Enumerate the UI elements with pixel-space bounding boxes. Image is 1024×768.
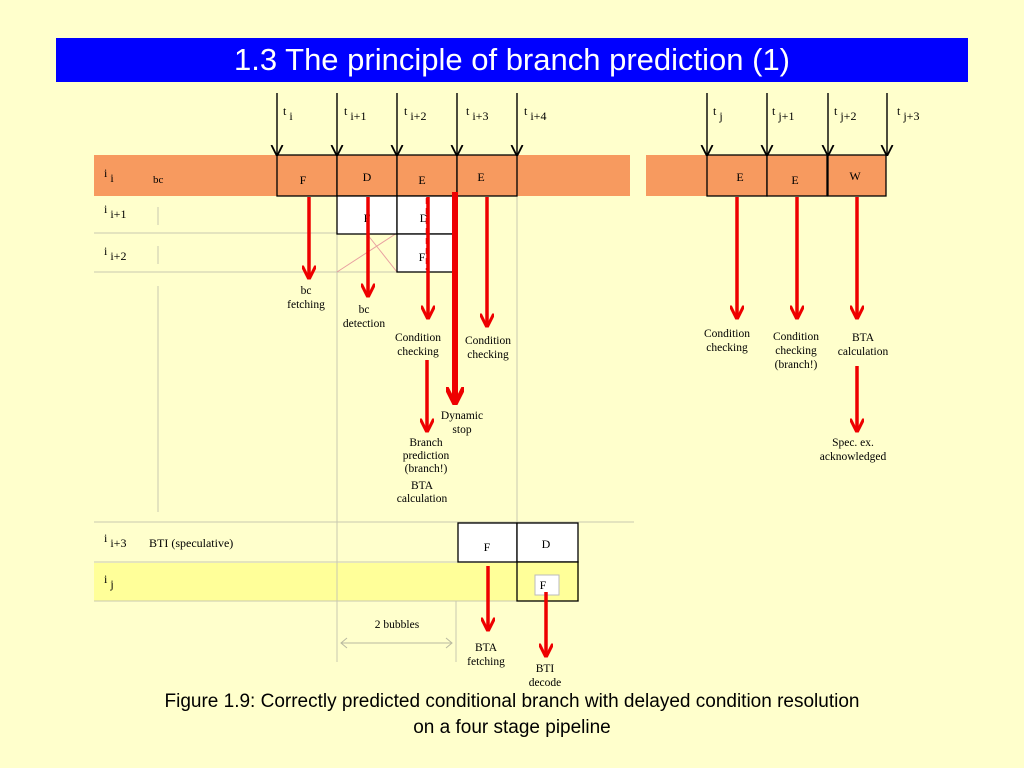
stage-box-i3 (457, 522, 518, 563)
stage-letter-i2: F (419, 250, 426, 264)
annot-bta-calculation-1-line-1: BTA (411, 480, 434, 492)
annot-condition-checking-3-line-1: Condition (704, 328, 750, 340)
stage-box-bc (706, 154, 768, 197)
stage-box-bc (827, 154, 887, 197)
annot-two-bubbles: 2 bubbles (375, 619, 420, 631)
two-bubbles-marker (340, 601, 457, 662)
annot-condition-checking-4-line-1: Condition (773, 331, 819, 343)
stage-letter-i3: F (484, 540, 491, 554)
annot-bta-calculation-2-line-2: calculation (838, 346, 889, 358)
stage-letter-ij: F (540, 578, 547, 592)
annot-bc-fetching-line-2: fetching (287, 299, 325, 311)
red-arrows (309, 192, 857, 656)
stage-box-bc (276, 154, 338, 197)
annot-dynamic-stop-line-2: stop (452, 424, 471, 436)
annot-bta-calculation-1-line-2: calculation (397, 493, 448, 505)
stage-letter-bc: D (363, 170, 372, 184)
row-extra-label: BTI (speculative) (149, 536, 233, 550)
annot-condition-checking-3-line-2: checking (706, 342, 748, 354)
stage-letter-i3: D (542, 537, 551, 551)
page-title: 1.3 The principle of branch prediction (… (233, 42, 791, 77)
annot-bti-decode-line-2: decode (529, 677, 562, 689)
title-bar: 1.3 The principle of branch prediction (… (56, 38, 968, 82)
annot-bc-detection-line-2: detection (343, 318, 385, 330)
annot-bc-detection-line-1: bc (359, 304, 370, 316)
annot-branch-prediction-line-2: prediction (403, 450, 450, 462)
annot-condition-checking-2-line-1: Condition (465, 335, 511, 347)
annot-bc-fetching-line-1: bc (301, 285, 312, 297)
annot-condition-checking-1-line-2: checking (397, 346, 439, 358)
annot-branch-prediction-line-1: Branch (409, 437, 442, 449)
figure-caption: Figure 1.9: Correctly predicted conditio… (60, 689, 964, 741)
stage-box-bc (396, 154, 458, 197)
annot-dynamic-stop-line-1: Dynamic (441, 410, 483, 422)
row-extra-label: bc (153, 174, 164, 186)
stage-boxes (276, 154, 887, 602)
guide-lines (94, 196, 634, 662)
caption-line-1: Figure 1.9: Correctly predicted conditio… (164, 691, 860, 712)
stage-box-i3 (516, 522, 579, 563)
stage-letter-i1: D (420, 211, 429, 225)
annot-condition-checking-2-line-2: checking (467, 349, 509, 361)
annot-spec-ex-acknowledged-line-2: acknowledged (820, 451, 887, 463)
annot-condition-checking-1-line-1: Condition (395, 332, 441, 344)
stage-letter-bc: F (300, 173, 307, 187)
caption-line-2: on a four stage pipeline (413, 717, 611, 738)
stage-letter-bc: E (418, 173, 425, 187)
annot-branch-prediction-line-3: (branch!) (405, 463, 448, 475)
stage-letter-bc: E (791, 173, 798, 187)
annot-condition-checking-4-line-2: checking (775, 345, 817, 357)
annot-bta-fetching-line-2: fetching (467, 656, 505, 668)
stage-letter-bc: W (849, 169, 861, 183)
annot-bta-fetching-line-1: BTA (475, 642, 498, 654)
stage-letter-bc: E (736, 170, 743, 184)
annot-bta-calculation-2-line-1: BTA (852, 332, 875, 344)
annot-condition-checking-4-line-3: (branch!) (775, 359, 818, 371)
annot-spec-ex-acknowledged-line-1: Spec. ex. (832, 437, 874, 449)
stage-letter-bc: E (477, 170, 484, 184)
stage-box-bc (456, 154, 518, 197)
annot-bti-decode-line-1: BTI (536, 663, 555, 675)
stage-box-bc (766, 154, 828, 197)
